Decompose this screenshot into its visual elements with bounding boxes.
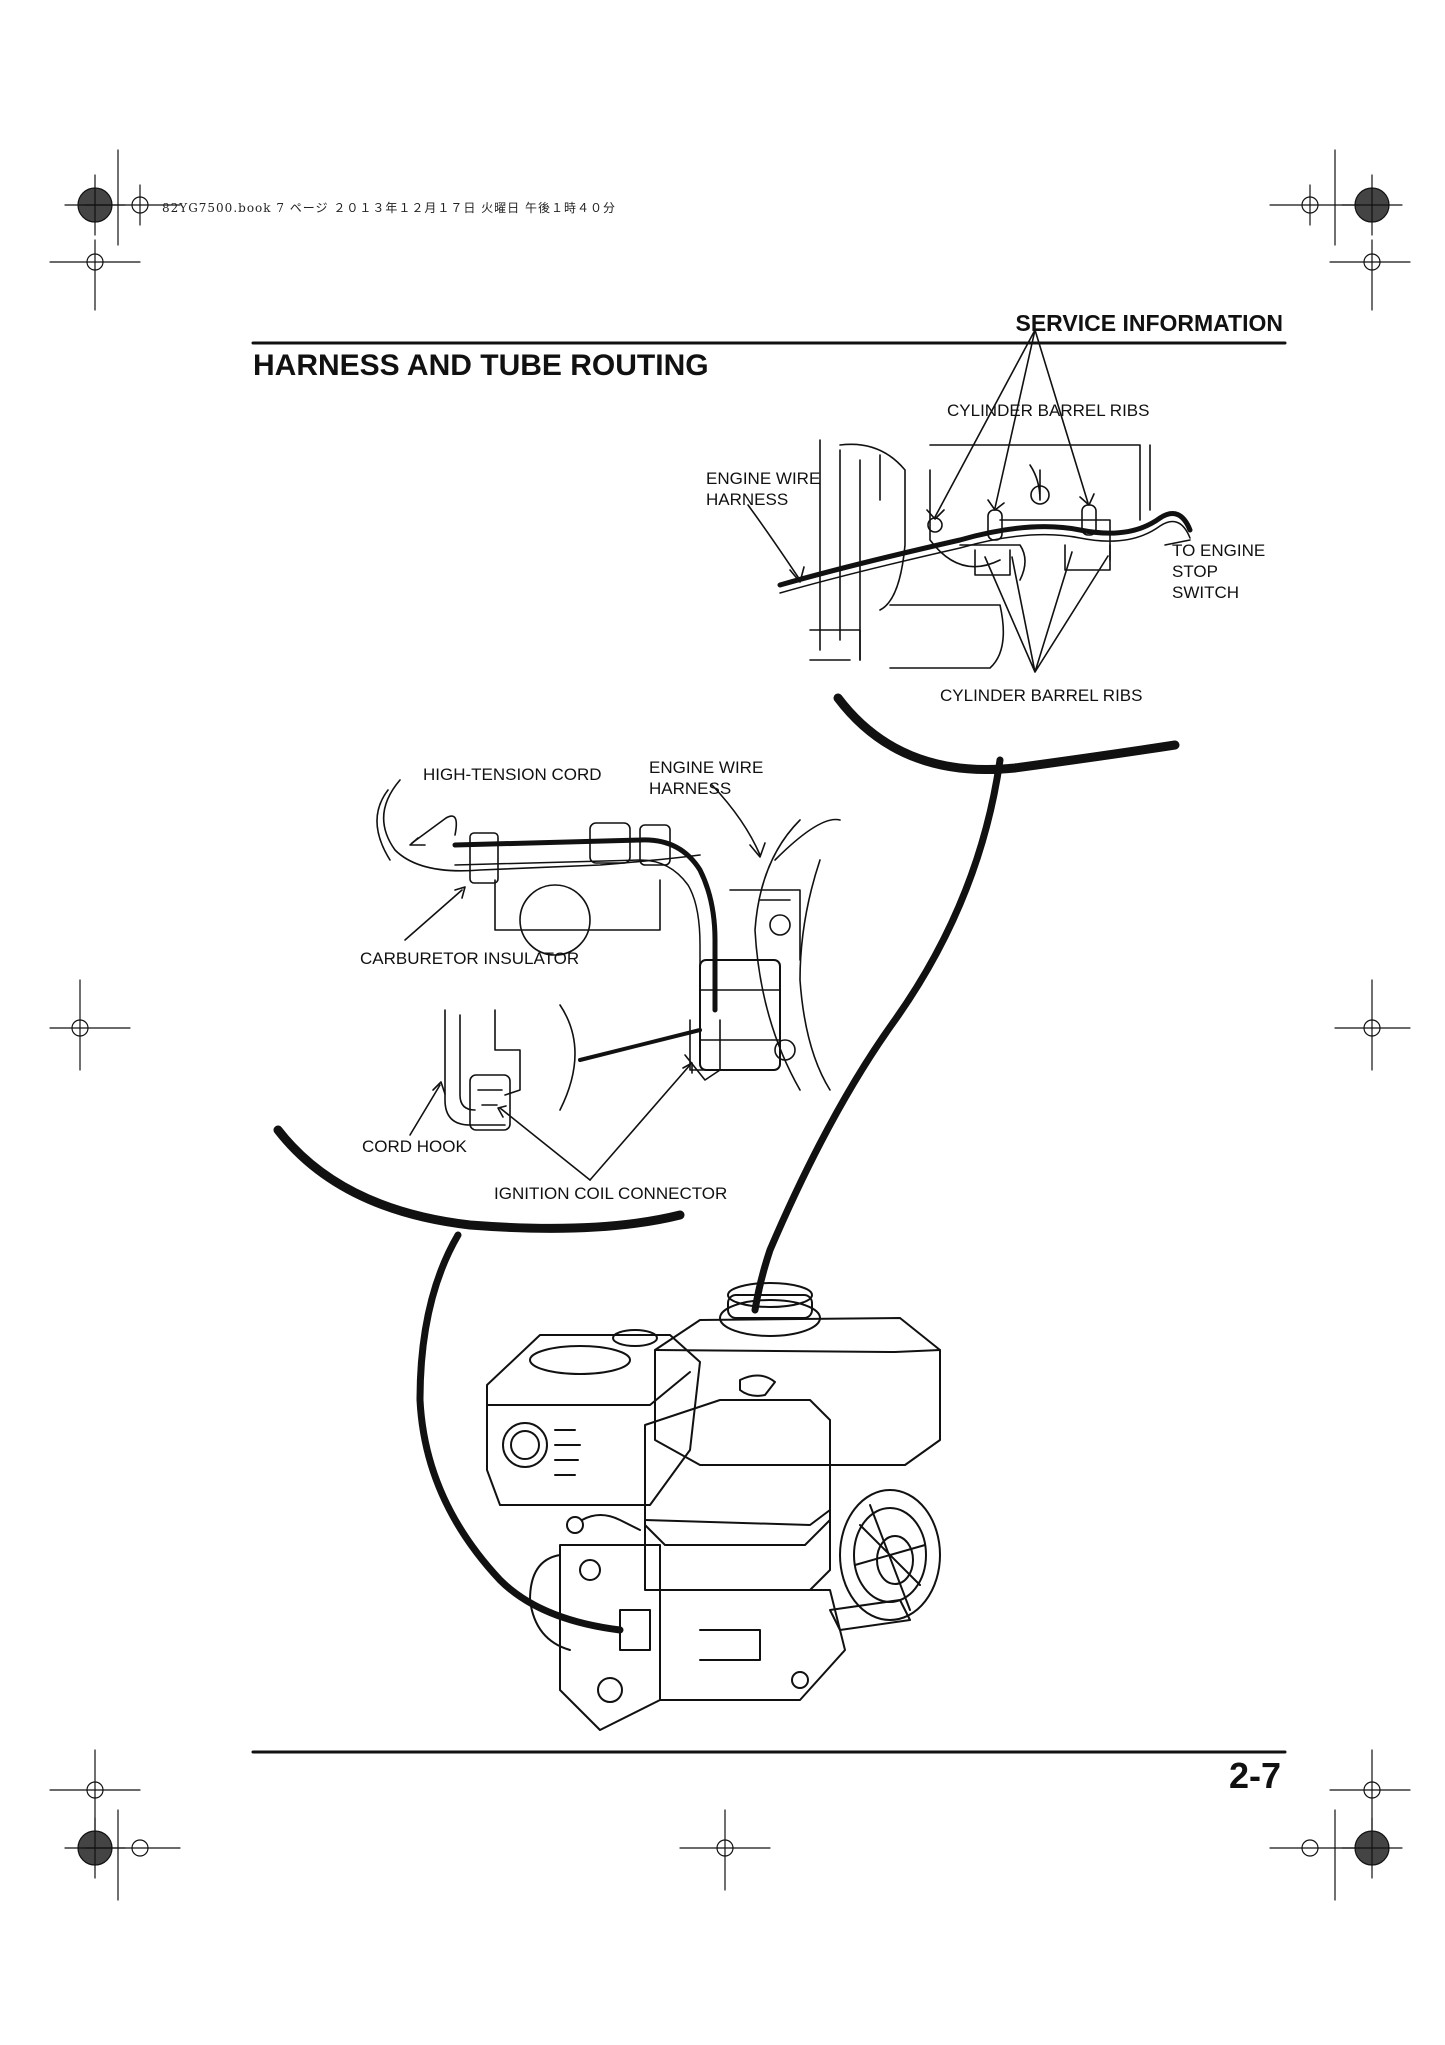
page-number: 2-7 bbox=[1228, 1755, 1281, 1796]
callout-line: ENGINE WIRE bbox=[649, 758, 764, 777]
engine-drawing bbox=[486, 1282, 941, 1731]
callout-cord-hook: CORD HOOK bbox=[362, 1137, 467, 1156]
callout-line: STOP bbox=[1172, 562, 1218, 581]
callout-cylinder-ribs-top: CYLINDER BARREL RIBS bbox=[947, 401, 1150, 420]
callout-carburetor-insulator: CARBURETOR INSULATOR bbox=[360, 949, 580, 968]
callout-engine-wire-harness-top: ENGINE WIRE HARNESS bbox=[706, 468, 820, 510]
print-header: 82YG7500.book 7 ページ ２０１３年１２月１７日 火曜日 午後１時… bbox=[162, 201, 617, 215]
top-wire-harness bbox=[777, 511, 1193, 588]
callout-to-engine-stop-switch: TO ENGINE STOP SWITCH bbox=[1172, 540, 1265, 603]
leader-middle-to-engine bbox=[416, 1231, 624, 1634]
ignition-coil bbox=[699, 959, 781, 1071]
callout-line: SWITCH bbox=[1172, 583, 1240, 602]
callout-cylinder-ribs-bottom: CYLINDER BARREL RIBS bbox=[940, 686, 1143, 705]
callout-line: HARNESS bbox=[649, 779, 732, 798]
callout-line: ENGINE WIRE bbox=[706, 469, 821, 488]
callout-high-tension-cord: HIGH-TENSION CORD bbox=[423, 765, 602, 784]
callout-line: TO ENGINE bbox=[1172, 541, 1266, 560]
callout-line: HARNESS bbox=[706, 490, 789, 509]
middle-detail-cut-edge bbox=[273, 1125, 685, 1233]
detail-cylinder-ribs bbox=[747, 329, 1193, 775]
crop-marks bbox=[49, 149, 1411, 1901]
callout-ignition-coil-connector: IGNITION COIL CONNECTOR bbox=[494, 1184, 728, 1203]
section-header: SERVICE INFORMATION bbox=[1015, 310, 1284, 336]
page-title: HARNESS AND TUBE ROUTING bbox=[253, 349, 709, 382]
detail-ignition-coil bbox=[273, 779, 841, 1233]
callout-engine-wire-harness-middle: ENGINE WIRE HARNESS bbox=[649, 757, 763, 799]
top-detail-cut-edge bbox=[833, 693, 1180, 775]
leader-top-to-engine bbox=[751, 756, 1004, 1314]
high-tension-cord bbox=[452, 837, 718, 1013]
